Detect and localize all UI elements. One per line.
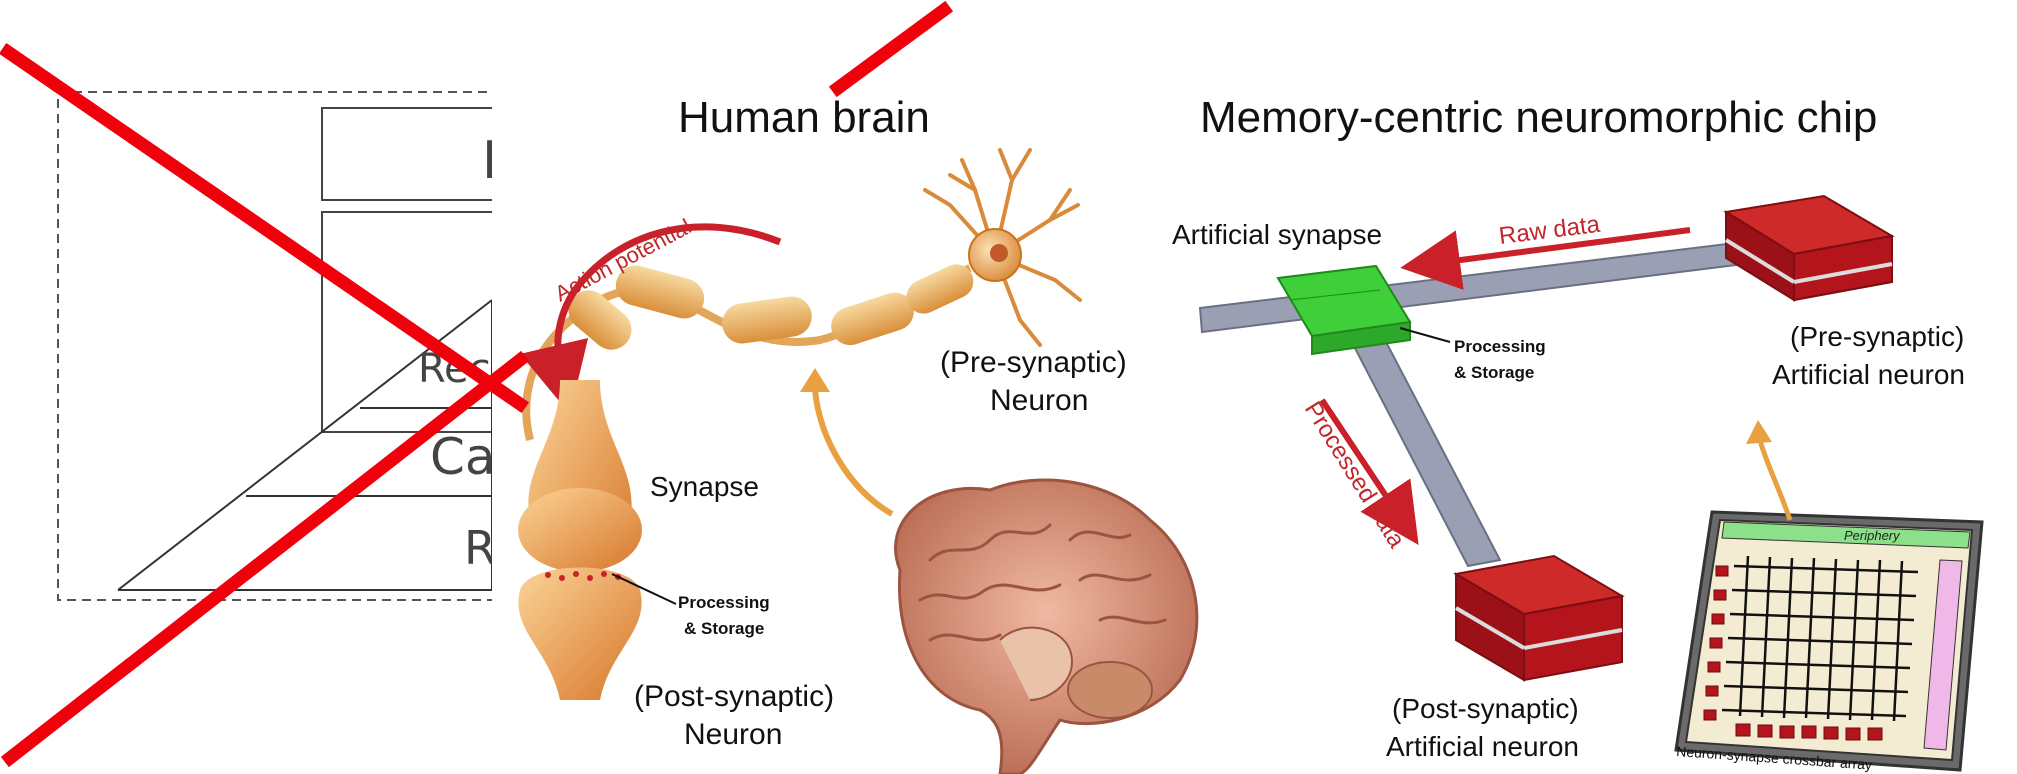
pre-artificial-neuron-label-1: (Pre-synaptic)	[1790, 321, 1964, 352]
pre-artificial-neuron-label-2: Artificial neuron	[1772, 359, 1965, 390]
chip-zoom-arrow	[1760, 440, 1790, 520]
periphery-label: Periphery	[1844, 528, 1901, 543]
pre-neuron-label-2: Neuron	[990, 384, 1088, 417]
post-artificial-neuron-label-2: Artificial neuron	[1386, 731, 1579, 762]
chip-processing-label-2: & Storage	[1454, 363, 1534, 382]
pre-artificial-neuron-block	[1726, 196, 1892, 300]
post-artificial-neuron-block	[1456, 556, 1622, 680]
left-row-label-4: R	[464, 521, 496, 575]
chip-panel: Memory-centric neuromorphic chip Process…	[1172, 93, 1982, 773]
brain-processing-label-1: Processing	[678, 593, 770, 612]
chip-processing-label-1: Processing	[1454, 337, 1546, 356]
artificial-synapse-label: Artificial synapse	[1172, 219, 1382, 250]
crossbar-chip: Periphery	[1676, 512, 1982, 773]
cross-out-line-2	[10, 360, 520, 758]
synapse-label: Synapse	[650, 471, 759, 502]
chip-title: Memory-centric neuromorphic chip	[1200, 93, 1877, 142]
post-neuron-label-1: (Post-synaptic)	[634, 680, 834, 713]
post-artificial-neuron-label-1: (Post-synaptic)	[1392, 693, 1579, 724]
left-row-label-3: Ca	[430, 428, 496, 486]
pre-neuron-label-1: (Pre-synaptic)	[940, 346, 1127, 379]
chip-zoom-arrow-head	[1746, 420, 1772, 444]
post-neuron-label-2: Neuron	[684, 718, 782, 751]
brain-panel: Human brain	[492, 70, 1197, 774]
artificial-synapse-block	[1278, 266, 1410, 354]
brain-title: Human brain	[678, 93, 930, 142]
brain-processing-label-2: & Storage	[684, 619, 764, 638]
